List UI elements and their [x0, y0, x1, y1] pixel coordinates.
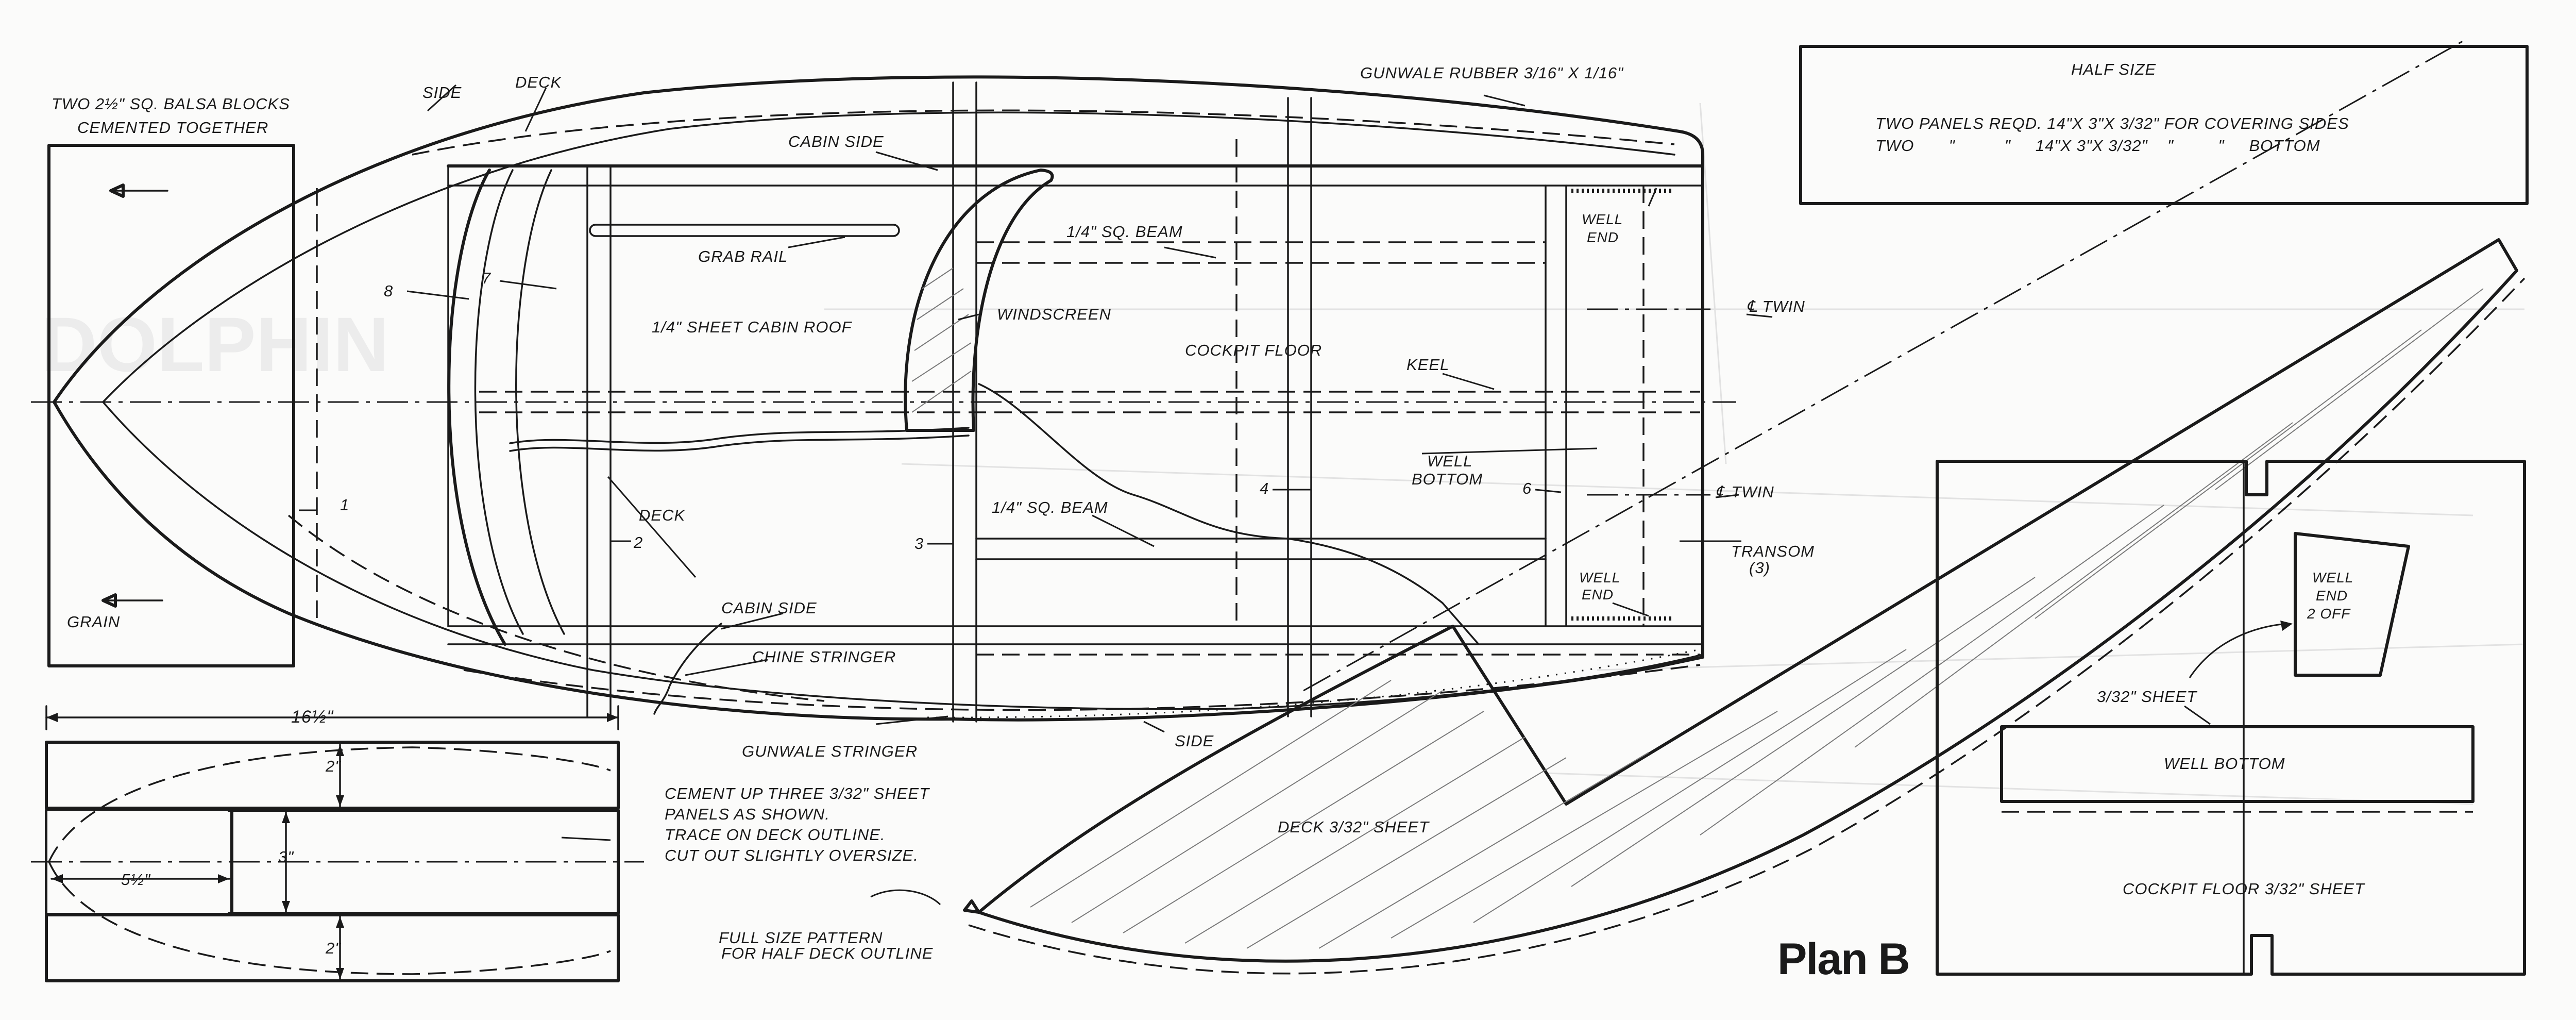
- former-6-label: 6: [1522, 479, 1532, 497]
- well-bottom-label-1: WELL: [1427, 452, 1472, 470]
- dim-offset-label: 5½": [121, 871, 151, 889]
- deck-top-label: DECK: [515, 73, 562, 91]
- well-end-bottom-label-2: END: [1582, 587, 1614, 603]
- keel-label: KEEL: [1406, 356, 1449, 374]
- cement-note-1: CEMENT UP THREE 3/32" SHEET: [665, 784, 930, 802]
- well-bottom-part-label: WELL BOTTOM: [2164, 755, 2285, 773]
- deck-pattern: DECK 3/32" SHEET FULL SIZE PATTERN FOR H…: [719, 238, 2526, 975]
- former-8-label: 8: [384, 282, 393, 300]
- deck-mid-label: DECK: [639, 506, 685, 524]
- well-end-part: [2294, 532, 2410, 677]
- well-end-part-label-1: WELL: [2312, 570, 2353, 586]
- grab-rail-label: GRAB RAIL: [698, 247, 788, 265]
- deck-grain-hatching: [1030, 288, 2484, 949]
- former-1-label: 1: [340, 496, 349, 514]
- deck-pattern-outline: [977, 238, 2518, 963]
- well-end-top-label-1: WELL: [1582, 211, 1623, 227]
- side-bottom-label: SIDE: [1175, 732, 1214, 750]
- half-size-outline: [1799, 45, 2529, 205]
- well-bottom-part: [2000, 725, 2475, 803]
- hull-plan: SIDE DECK GUNWALE RUBBER 3/16" X 1/16" C…: [31, 64, 1815, 760]
- half-size-line-2: TWO " " 14"X 3"X 3/32" " " BOTTOM: [1875, 137, 2320, 155]
- well-bottom-label-2: BOTTOM: [1412, 470, 1483, 488]
- half-size-title: HALF SIZE: [2071, 60, 2156, 78]
- grab-rail: [589, 224, 900, 237]
- well-end-bottom-label-1: WELL: [1579, 570, 1620, 586]
- beam-bottom-label: 1/4" SQ. BEAM: [992, 498, 1108, 516]
- laminate-layout: 16½" 2" 3" 2" 5½" CEMENT UP THREE 3/32" …: [31, 705, 930, 982]
- ghost-title: DOLPHIN: [41, 301, 389, 388]
- cabin-side-top-label: CABIN SIDE: [788, 132, 884, 151]
- windscreen-label: WINDSCREEN: [997, 305, 1111, 323]
- half-size-line-1: TWO PANELS REQD. 14"X 3"X 3/32" FOR COVE…: [1875, 114, 2349, 132]
- side-top-label: SIDE: [422, 83, 462, 102]
- sheet-label: 3/32" SHEET: [2097, 688, 2197, 706]
- parts-sheet: WELL END 2 OFF 3/32" SHEET WELL BOTTOM C…: [1936, 460, 2526, 976]
- windscreen: [904, 169, 1054, 432]
- gunwale-stringer-label: GUNWALE STRINGER: [742, 742, 918, 760]
- transom-label-1: TRANSOM: [1731, 542, 1815, 560]
- cabin-side-bottom-label: CABIN SIDE: [721, 599, 817, 617]
- laminate-panel-bottom: [45, 913, 620, 982]
- cement-note-2: PANELS AS SHOWN.: [665, 805, 830, 823]
- dim-width-top-label: 2": [325, 757, 342, 775]
- balsa-blocks-label-1: TWO 2½" SQ. BALSA BLOCKS: [52, 95, 290, 113]
- cockpit-floor-part-label: COCKPIT FLOOR 3/32" SHEET: [2123, 880, 2365, 898]
- well-end-top-label-2: END: [1587, 229, 1619, 245]
- plan-title: Plan B: [1777, 934, 1909, 984]
- hull-outline: [53, 75, 1704, 722]
- gunwale-rubber-label: GUNWALE RUBBER 3/16" X 1/16": [1360, 64, 1624, 82]
- pattern-label-2: FOR HALF DECK OUTLINE: [721, 944, 933, 962]
- half-size-box: HALF SIZE TWO PANELS REQD. 14"X 3"X 3/32…: [1799, 45, 2529, 205]
- well-end-part-label-2: END: [2316, 588, 2348, 604]
- deck-outline-trace: [48, 746, 611, 975]
- former-7-label: 7: [482, 269, 492, 287]
- transom-label-2: (3): [1749, 559, 1770, 577]
- dim-overall-label: 16½": [291, 707, 334, 727]
- cement-note-4: CUT OUT SLIGHTLY OVERSIZE.: [665, 846, 919, 864]
- former-3-label: 3: [914, 534, 924, 553]
- cement-note-3: TRACE ON DECK OUTLINE.: [665, 826, 886, 844]
- deck-sheet-label: DECK 3/32" SHEET: [1278, 818, 1430, 836]
- chine-stringer-label: CHINE STRINGER: [752, 648, 896, 666]
- former-2-label: 2: [633, 533, 643, 551]
- former-4-label: 4: [1260, 479, 1269, 497]
- cl-twin-mid-label: ℄ TWIN: [1716, 483, 1774, 501]
- beam-top-label: 1/4" SQ. BEAM: [1066, 223, 1183, 241]
- dim-width-mid-label: 3": [278, 848, 294, 866]
- balsa-blocks-label-2: CEMENTED TOGETHER: [77, 119, 268, 137]
- laminate-panel-top: [45, 741, 620, 810]
- well-end-part-label-3: 2 OFF: [2307, 606, 2351, 622]
- dim-width-bottom-label: 2": [325, 939, 342, 957]
- grain-label: GRAIN: [67, 613, 120, 631]
- cl-twin-top-label: ℄ TWIN: [1747, 297, 1805, 315]
- pattern-label-1: FULL SIZE PATTERN: [719, 929, 883, 947]
- balsa-block: TWO 2½" SQ. BALSA BLOCKS CEMENTED TOGETH…: [47, 95, 295, 667]
- balsa-block-outline: [47, 144, 295, 667]
- diagonal-construction-line: [1303, 40, 2463, 692]
- cabin-roof-label: 1/4" SHEET CABIN ROOF: [652, 318, 853, 336]
- cockpit-floor-label: COCKPIT FLOOR: [1185, 341, 1322, 359]
- parts-sheet-outline: [1936, 460, 2526, 976]
